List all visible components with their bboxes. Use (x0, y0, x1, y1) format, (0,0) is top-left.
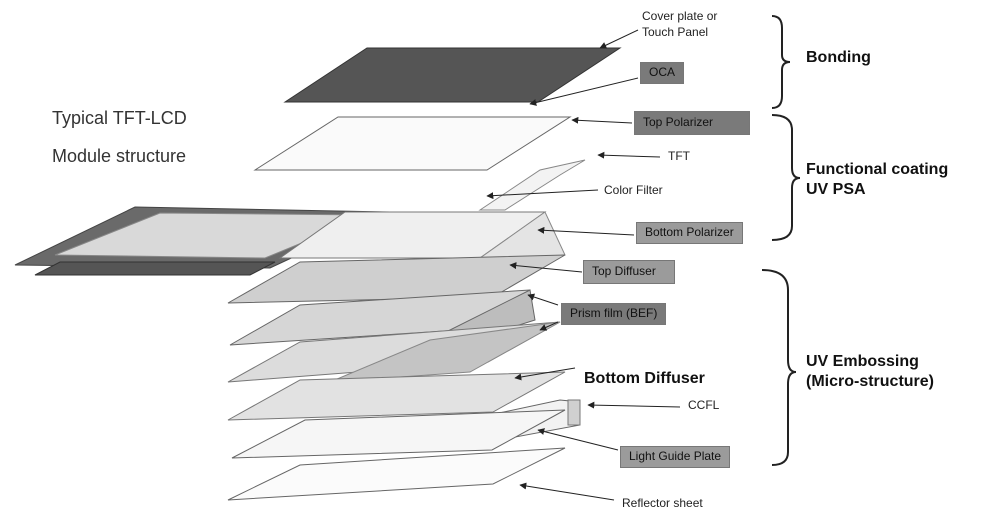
label-top-polarizer: Top Polarizer (634, 111, 751, 135)
label-oca: OCA (640, 62, 685, 84)
arrow-bottom-polarizer (537, 226, 635, 236)
label-bottom-polarizer: Bottom Polarizer (636, 222, 743, 244)
arrow-ccfl (587, 401, 681, 409)
arrow-reflector (519, 482, 615, 501)
reflector-sheet-layer (227, 447, 566, 501)
arrow-bottom-diffuser (514, 367, 576, 381)
arrow-cover (599, 29, 639, 49)
arrow-top-polarizer (571, 116, 633, 124)
group-bonding: Bonding (806, 49, 871, 66)
arrow-color-filter (486, 189, 599, 200)
cover-plate-layer (283, 47, 622, 103)
bracket-bonding (771, 15, 791, 109)
label-reflector-sheet: Reflector sheet (622, 496, 703, 510)
label-light-guide-plate: Light Guide Plate (620, 446, 731, 468)
label-bottom-diffuser: Bottom Diffuser (584, 370, 705, 387)
label-ccfl: CCFL (688, 398, 720, 412)
label-cover-line1: Cover plate or (642, 9, 718, 23)
diagram-title-line2: Module structure (52, 146, 187, 166)
diagram-title-line1: Typical TFT-LCD (52, 108, 187, 128)
group-functional-line1: Functional coating (806, 161, 949, 178)
label-top-diffuser: Top Diffuser (583, 260, 675, 284)
label-prism-film: Prism film (BEF) (561, 303, 667, 325)
tft-layer (478, 159, 586, 211)
label-cover-line2: Touch Panel (642, 25, 709, 39)
arrow-prism-2 (539, 321, 559, 331)
driver-board-strip (34, 261, 276, 276)
bracket-embossing (761, 269, 797, 466)
ccfl-tube (567, 399, 581, 426)
arrow-prism-1 (527, 293, 559, 306)
arrow-oca (529, 77, 639, 106)
arrow-top-diffuser (509, 262, 583, 273)
group-embossing-line2: (Micro-structure) (806, 373, 935, 390)
label-tft: TFT (668, 149, 690, 163)
group-embossing-line1: UV Embossing (806, 353, 919, 370)
bottom-diffuser-sheet (227, 371, 566, 421)
group-functional-line2: UV PSA (806, 181, 866, 198)
label-color-filter: Color Filter (604, 183, 663, 197)
top-polarizer-layer (253, 116, 572, 171)
bracket-functional (771, 114, 801, 241)
light-guide-plate-layer (231, 409, 566, 459)
bottom-diffuser-stripes (329, 321, 561, 383)
arrow-light-guide (537, 428, 619, 451)
arrow-tft (597, 151, 661, 159)
